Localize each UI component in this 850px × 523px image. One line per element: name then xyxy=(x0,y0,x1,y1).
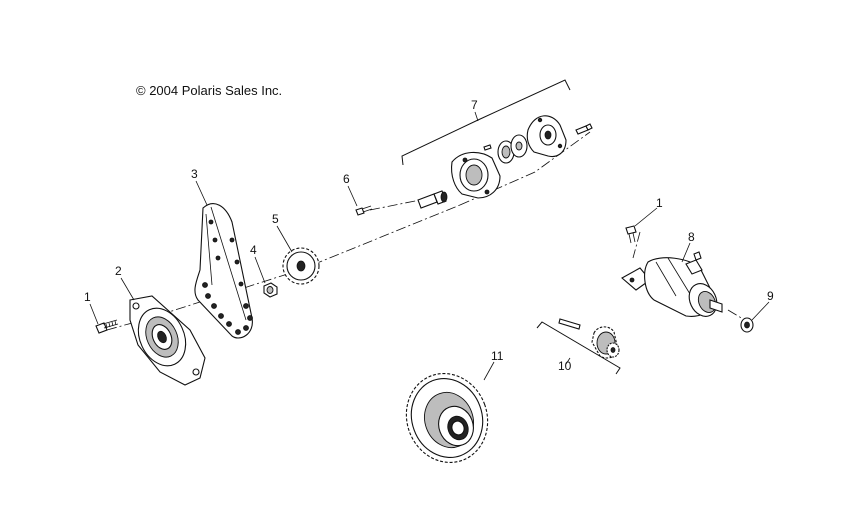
part-8-starter-motor xyxy=(621,251,723,317)
callout-labels: 1 2 3 4 5 6 7 1 8 9 10 11 xyxy=(84,98,774,373)
callout-8: 8 xyxy=(688,230,695,244)
callout-2: 2 xyxy=(115,264,122,278)
part-7-oil-pump-assembly xyxy=(417,115,593,209)
part-1-bolt-left xyxy=(95,319,119,334)
part-4-nut xyxy=(263,282,278,298)
part-1-bolt-right xyxy=(625,225,637,244)
part-3-drive-chain xyxy=(194,203,253,339)
part-9-washer xyxy=(740,317,754,333)
part-6-screw xyxy=(355,205,373,216)
callout-10: 10 xyxy=(558,359,572,373)
part-10-idler-gear-assembly xyxy=(558,318,620,359)
callout-3: 3 xyxy=(191,167,198,181)
callout-11: 11 xyxy=(491,349,504,363)
copyright-notice: © 2004 Polaris Sales Inc. xyxy=(136,83,283,98)
callout-4: 4 xyxy=(250,243,257,257)
part-11-driven-gear xyxy=(405,373,489,463)
callout-7: 7 xyxy=(471,98,478,112)
callout-9: 9 xyxy=(767,289,774,303)
part-10-group-bracket xyxy=(536,321,621,375)
callout-1-left: 1 xyxy=(84,290,91,304)
part-2-cover-plate xyxy=(129,295,206,386)
callout-5: 5 xyxy=(272,212,279,226)
part-5-sprocket xyxy=(282,247,320,285)
callout-1-right: 1 xyxy=(656,196,663,210)
callout-6: 6 xyxy=(343,172,350,186)
leader-lines xyxy=(89,111,770,381)
